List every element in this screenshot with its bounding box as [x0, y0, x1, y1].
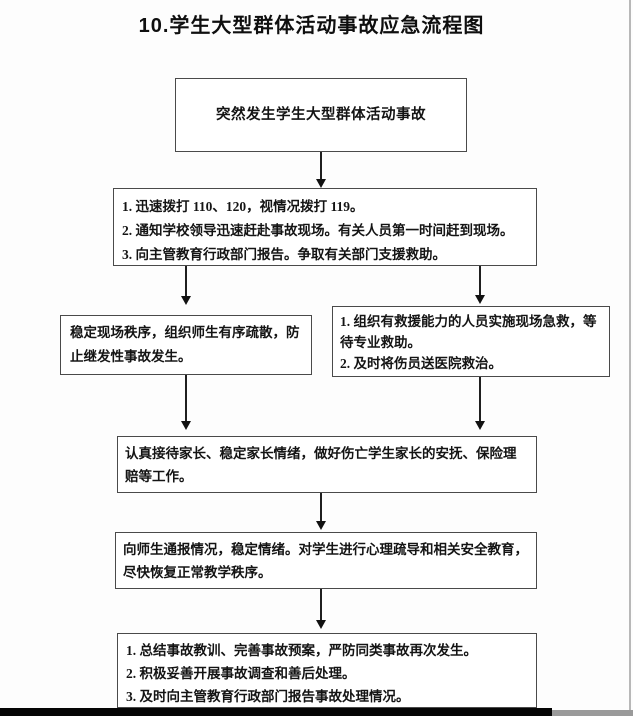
arrowhead-down-icon: [181, 296, 191, 305]
arrowhead-down-icon: [316, 521, 326, 530]
connector-scene-order-to-parents: [185, 375, 187, 423]
scan-bottom-bar: [0, 708, 552, 716]
flow-line: 2. 通知学校领导迅速赶赴事故现场。有关人员第一时间赶到现场。: [122, 223, 514, 238]
flow-line: 2. 及时将伤员送医院救治。: [340, 356, 502, 371]
connector-notify-to-summary: [320, 589, 322, 623]
flow-line: 3. 及时向主管教育行政部门报告事故处理情况。: [126, 689, 410, 704]
flow-node-parents: 认真接待家长、稳定家长情绪，做好伤亡学生家长的安抚、保险理赔等工作。: [117, 436, 537, 493]
arrowhead-down-icon: [316, 179, 326, 188]
page-title: 10.学生大型群体活动事故应急流程图: [138, 15, 485, 37]
flow-node-start: 突然发生学生大型群体活动事故: [175, 78, 467, 152]
page-right-border: [629, 0, 631, 716]
arrowhead-down-icon: [181, 421, 191, 430]
connector-immediate-to-rescue: [479, 266, 481, 298]
scan-bottom-bar-right: [552, 710, 633, 716]
flow-line: 3. 向主管教育行政部门报告。争取有关部门支援救助。: [122, 247, 446, 262]
connector-parents-to-notify: [320, 493, 322, 523]
flow-node-summary: 1. 总结事故教训、完善事故预案，严防同类事故再次发生。 2. 积极妥善开展事故…: [117, 633, 537, 708]
connector-rescue-to-parents: [479, 377, 481, 423]
flow-node-rescue: 1. 组织有救援能力的人员实施现场急救，等待专业救助。 2. 及时将伤员送医院救…: [332, 306, 610, 377]
arrowhead-down-icon: [475, 295, 485, 304]
flow-node-notify-teachers: 向师生通报情况，稳定情绪。对学生进行心理疏导和相关安全教育，尽快恢复正常教学秩序…: [115, 532, 537, 589]
flow-node-parents-text: 认真接待家长、稳定家长情绪，做好伤亡学生家长的安抚、保险理赔等工作。: [125, 446, 517, 484]
flow-line: 2. 积极妥善开展事故调查和善后处理。: [126, 666, 356, 681]
flow-node-scene-order-text: 稳定现场秩序，组织师生有序疏散，防止继发性事故发生。: [70, 325, 300, 364]
flow-line: 1. 组织有救援能力的人员实施现场急救，等待专业救助。: [340, 314, 597, 350]
connector-start-to-immediate: [320, 152, 322, 182]
arrowhead-down-icon: [475, 421, 485, 430]
flow-node-notify-teachers-text: 向师生通报情况，稳定情绪。对学生进行心理疏导和相关安全教育，尽快恢复正常教学秩序…: [123, 542, 528, 580]
flow-line: 1. 迅速拨打 110、120，视情况拨打 119。: [122, 199, 364, 214]
flow-node-scene-order: 稳定现场秩序，组织师生有序疏散，防止继发性事故发生。: [60, 315, 312, 375]
arrowhead-down-icon: [316, 620, 326, 629]
flow-node-start-text: 突然发生学生大型群体活动事故: [216, 106, 426, 123]
connector-immediate-to-scene-order: [185, 266, 187, 298]
flow-line: 1. 总结事故教训、完善事故预案，严防同类事故再次发生。: [126, 643, 477, 658]
flow-node-immediate-actions: 1. 迅速拨打 110、120，视情况拨打 119。 2. 通知学校领导迅速赶赴…: [113, 188, 537, 266]
